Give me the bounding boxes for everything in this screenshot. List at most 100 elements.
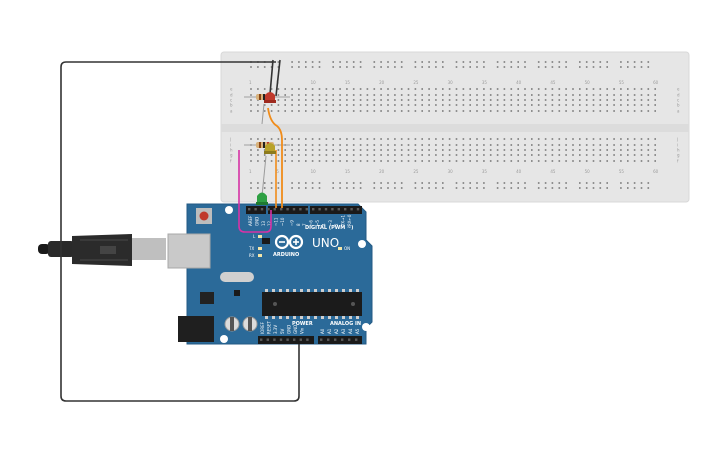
crystal-oscillator (220, 272, 254, 282)
row-letter: i (230, 143, 231, 148)
power-analog-header-pins[interactable] (260, 338, 358, 341)
column-number: 35 (482, 169, 488, 174)
row-letter: c (677, 98, 679, 103)
row-letter: a (230, 109, 233, 114)
wire-black-ground-loop[interactable] (60, 61, 300, 402)
row-letter: e (230, 87, 233, 92)
column-number: 25 (413, 169, 419, 174)
column-number: 20 (379, 80, 385, 85)
mounting-hole (225, 206, 233, 214)
header-pin[interactable] (341, 338, 344, 341)
pin-label: A5 (355, 328, 360, 334)
header-pin[interactable] (292, 208, 296, 211)
pin-label: A1 (327, 328, 332, 334)
power-header-label: POWER (292, 321, 313, 327)
pin-label: ~11 (274, 217, 279, 226)
column-number: 50 (585, 169, 591, 174)
pin-label: GND (293, 325, 298, 334)
analog-header-label: ANALOG IN (330, 321, 361, 327)
header-pin[interactable] (267, 208, 270, 211)
header-pin[interactable] (331, 208, 334, 211)
wire-black-led-leads[interactable] (269, 59, 281, 97)
header-pin[interactable] (299, 338, 302, 341)
on-label: ON (344, 246, 350, 251)
header-pin[interactable] (260, 208, 264, 211)
pin-label: 2 (334, 223, 339, 226)
header-pin[interactable] (320, 338, 323, 341)
pin-label: 7 (302, 223, 307, 226)
row-letter: e (677, 87, 680, 92)
header-pin[interactable] (286, 208, 289, 211)
row-letter: g (677, 153, 680, 158)
row-letter: d (677, 93, 680, 98)
usb-cable[interactable] (38, 234, 166, 266)
led-l-indicator (258, 235, 262, 238)
arduino-logo-icon (274, 234, 304, 250)
column-number: 15 (345, 80, 351, 85)
header-pin[interactable] (299, 208, 302, 211)
digital-header-pins[interactable] (248, 208, 360, 211)
row-letter: c (230, 98, 232, 103)
led-yellow[interactable] (264, 143, 276, 154)
header-pin[interactable] (293, 338, 296, 341)
row-letter: b (230, 103, 233, 108)
header-pin[interactable] (318, 208, 321, 211)
reset-button-cap[interactable] (199, 211, 209, 221)
row-letter: d (230, 93, 233, 98)
mounting-hole (358, 240, 366, 248)
header-pin[interactable] (344, 208, 347, 211)
header-pin[interactable] (279, 338, 283, 341)
header-pin[interactable] (248, 208, 251, 211)
header-power (258, 336, 314, 344)
chip-pins (265, 289, 359, 319)
usb-symbol-icon (100, 246, 116, 254)
pin-label: 12 (267, 220, 272, 226)
header-pin[interactable] (273, 208, 276, 211)
pin-label: GND (286, 325, 291, 334)
header-pin[interactable] (350, 208, 353, 211)
header-pin[interactable] (324, 208, 328, 211)
pin-label: ~5 (315, 220, 320, 226)
header-pin[interactable] (273, 338, 276, 341)
l-label: L (253, 234, 256, 239)
pin-label: 3.3V (273, 325, 278, 334)
header-pin[interactable] (305, 208, 308, 211)
pin-label: A4 (348, 328, 353, 334)
header-pin[interactable] (266, 338, 269, 341)
header-pin[interactable] (348, 338, 351, 341)
column-number: 25 (413, 80, 419, 85)
header-pin[interactable] (306, 338, 309, 341)
row-letter: h (677, 148, 680, 153)
wire-magenta[interactable] (238, 150, 272, 233)
led-rx-indicator (258, 254, 262, 257)
row-letter: a (677, 109, 680, 114)
pin-label: ~3 (328, 220, 333, 226)
usb-plug-metal (132, 238, 166, 260)
header-pin[interactable] (286, 338, 289, 341)
header-pin[interactable] (280, 208, 283, 211)
column-number: 5 (276, 169, 279, 174)
led-green[interactable] (256, 192, 268, 206)
model-label: UNO (312, 236, 339, 250)
pin-label: GND (254, 217, 259, 226)
header-pin[interactable] (254, 208, 257, 211)
header-pin[interactable] (356, 208, 360, 211)
mounting-hole (220, 335, 228, 343)
pin-label: ~9 (289, 220, 294, 226)
header-pin[interactable] (337, 208, 340, 211)
header-pin[interactable] (312, 208, 315, 211)
header-pin[interactable] (260, 338, 263, 341)
row-letter: h (230, 148, 233, 153)
pin-label: A3 (341, 328, 346, 334)
header-pin[interactable] (334, 338, 337, 341)
wire-orange[interactable] (267, 107, 283, 208)
header-pin[interactable] (355, 338, 358, 341)
column-number: 60 (653, 80, 659, 85)
led-red[interactable] (264, 92, 276, 103)
led-tx-indicator (258, 247, 262, 250)
header-pin[interactable] (327, 338, 330, 341)
